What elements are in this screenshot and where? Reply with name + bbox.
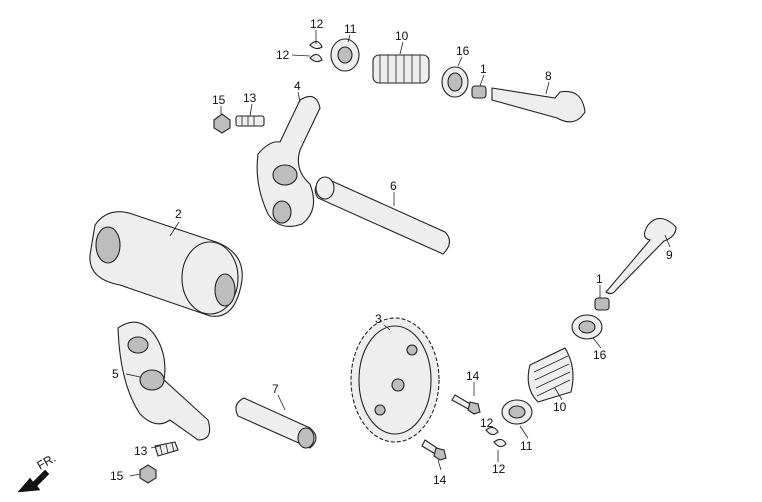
front-label: FR. <box>35 451 59 473</box>
callout-number: 12 <box>310 17 324 31</box>
valve-spring-upper <box>372 54 430 84</box>
front-direction-indicator: FR. <box>17 451 59 493</box>
callout-number: 12 <box>480 416 494 430</box>
callout-number: 10 <box>553 400 567 414</box>
front-arrow-icon <box>17 469 50 493</box>
rocker-shaft-lower <box>235 397 317 449</box>
callout-number: 13 <box>134 444 148 458</box>
callout-number: 10 <box>395 29 409 43</box>
callout-number: 7 <box>272 382 279 396</box>
callout-number: 16 <box>593 348 607 362</box>
valve-cotter-lower <box>485 426 507 448</box>
adjust-screw-upper <box>235 115 265 127</box>
callout-number: 2 <box>175 207 182 221</box>
callout-number: 9 <box>666 248 673 262</box>
sprocket-bolt-right <box>451 394 481 415</box>
callout-labels: 12 11 10 16 1 8 12 15 13 4 6 2 9 1 16 3 … <box>110 17 673 487</box>
valve-spring-retainer-lower <box>501 399 533 425</box>
callout-number: 11 <box>520 439 533 453</box>
callout-number: 16 <box>456 44 470 58</box>
intake-valve <box>605 217 677 295</box>
callout-number: 4 <box>294 79 301 93</box>
rocker-arm-upper <box>256 95 321 227</box>
camshaft <box>89 211 243 317</box>
nut-upper <box>213 113 231 134</box>
valve-cotter-upper <box>309 40 323 63</box>
callout-number: 14 <box>466 369 480 383</box>
valve-spring-seat-lower <box>571 314 603 340</box>
callout-number: 1 <box>480 62 487 76</box>
valve-spring-seat-upper <box>441 66 469 98</box>
callout-number: 15 <box>212 93 226 107</box>
adjust-screw-lower <box>154 441 179 457</box>
sprocket-bolt-lower <box>421 439 447 461</box>
callout-number: 12 <box>492 462 506 476</box>
callout-number: 1 <box>596 272 603 286</box>
exhaust-valve <box>491 87 586 123</box>
valve-spring-lower <box>527 347 574 403</box>
callout-number: 8 <box>545 69 552 83</box>
callout-number: 14 <box>433 473 447 487</box>
callout-number: 5 <box>112 367 119 381</box>
rocker-shaft-upper <box>314 176 451 255</box>
nut-lower <box>139 464 157 484</box>
leader-lines <box>125 30 671 477</box>
valve-stem-seal-lower <box>594 297 610 311</box>
callout-number: 11 <box>344 22 357 36</box>
callout-number: 12 <box>276 48 290 62</box>
cam-sprocket <box>350 317 440 443</box>
valve-spring-retainer-upper <box>330 38 360 72</box>
rocker-arm-lower <box>117 321 211 441</box>
callout-number: 13 <box>243 91 257 105</box>
callout-number: 6 <box>390 179 397 193</box>
callout-number: 3 <box>375 312 382 326</box>
valve-stem-seal-upper <box>471 85 487 99</box>
callout-number: 15 <box>110 469 124 483</box>
